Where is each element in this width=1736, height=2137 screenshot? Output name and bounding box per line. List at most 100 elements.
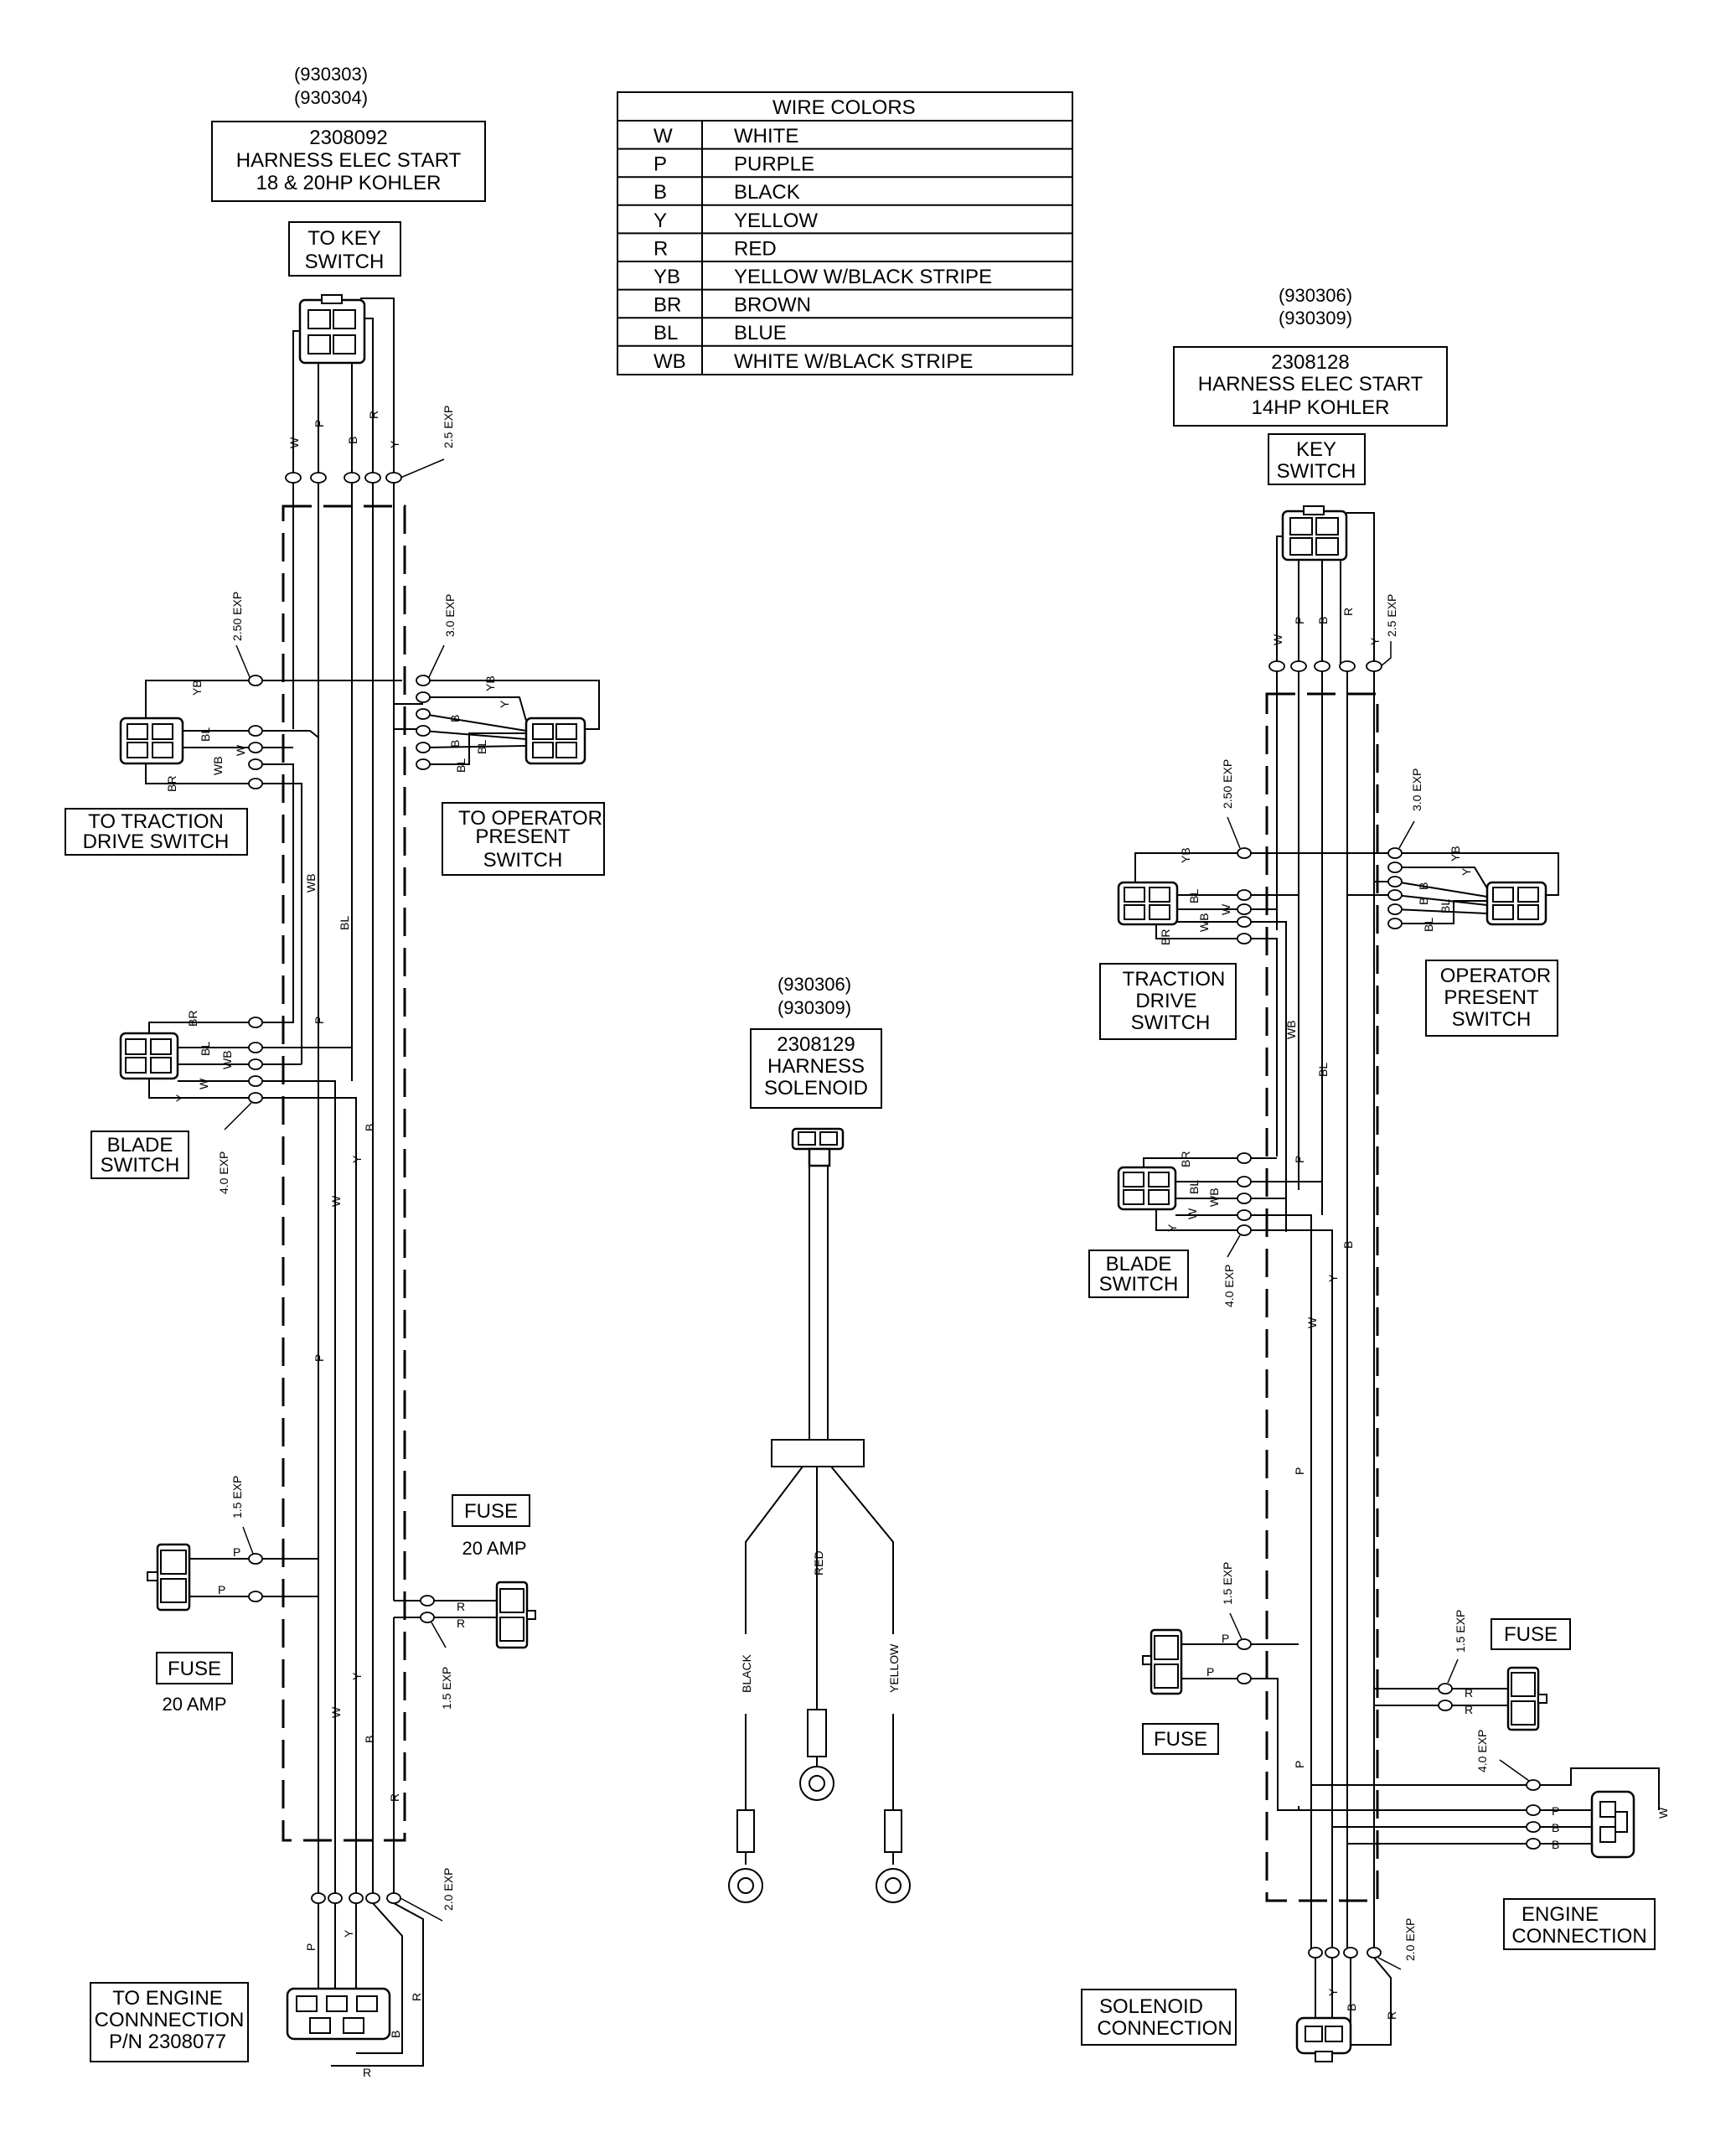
left-harness-title-box: [211, 121, 486, 202]
left-blade-exp: 4.0 EXP: [217, 1151, 230, 1194]
right-fuse-r-splice-1: [1438, 1683, 1453, 1695]
solenoid-part-number: 2308129: [777, 1033, 855, 1056]
label-p-4: P: [233, 1545, 240, 1559]
r-label-yb: YB: [1179, 847, 1192, 863]
left-operator-connector: [524, 717, 586, 765]
left-operator-label-3: SWITCH: [483, 849, 563, 872]
right-key-switch-label-box: [1268, 433, 1366, 485]
left-fuse-splice-1: [248, 1553, 263, 1565]
r-label-r: R: [1341, 608, 1355, 616]
wire-color-name: PURPLE: [734, 153, 814, 176]
right-engine-splices: [1526, 1779, 1541, 1850]
right-solenoid-splices: [1308, 1947, 1382, 1958]
r-label-p2: P: [1293, 1156, 1306, 1163]
right-solenoid-label-2: CONNECTION: [1097, 2017, 1232, 2040]
right-harness-title: HARNESS ELEC START: [1198, 373, 1423, 396]
solenoid-title: HARNESS: [767, 1055, 865, 1078]
label-wb: WB: [211, 756, 225, 775]
right-blade-label-1: BLADE: [1106, 1253, 1172, 1275]
left-operator-label-2: PRESENT: [475, 825, 571, 848]
left-engine-exp: 2.0 EXP: [442, 1868, 455, 1911]
left-engine-label-3: P/N 2308077: [109, 2031, 226, 2053]
r-label-w2: W: [1219, 903, 1232, 915]
left-harness-title: HARNESS ELEC START: [236, 149, 462, 172]
right-solenoid-exp: 2.0 EXP: [1403, 1918, 1417, 1961]
left-fuse-l-label-box: [156, 1652, 233, 1684]
label-b-6: B: [389, 2031, 402, 2038]
label-y-6: Y: [342, 1929, 355, 1938]
left-operator-splices: [416, 675, 431, 770]
r-label-w5: W: [1656, 1807, 1670, 1819]
r-label-p4: P: [1222, 1632, 1229, 1645]
left-key-splices: [285, 472, 402, 484]
left-fuse-l-amp: 20 AMP: [162, 1694, 226, 1715]
left-key-switch-connector: [298, 294, 366, 365]
left-operator-label-box: [442, 802, 605, 876]
right-harness-code-1: (930306): [1279, 285, 1352, 306]
wire-label-b: B: [346, 437, 359, 444]
r-label-p3: P: [1293, 1467, 1306, 1475]
wire-color-code: W: [654, 125, 673, 147]
r-label-r3: R: [1465, 1703, 1473, 1716]
label-bl-3: BL: [454, 758, 468, 773]
right-traction-label-3: SWITCH: [1131, 1012, 1211, 1034]
left-fuse-r-exp: 1.5 EXP: [440, 1667, 453, 1710]
wire-label-p: P: [313, 420, 326, 427]
wire-color-name: RED: [734, 237, 777, 260]
label-p-2: P: [313, 1017, 326, 1024]
label-b-5: B: [363, 1736, 376, 1743]
solenoid-title-box: [750, 1028, 882, 1109]
right-engine-label-box: [1503, 1898, 1656, 1950]
right-blade-exp: 4.0 EXP: [1222, 1265, 1236, 1307]
right-traction-splices: [1237, 847, 1252, 944]
r-label-b5: B: [1552, 1821, 1559, 1834]
left-operator-exp: 3.0 EXP: [443, 594, 457, 637]
left-fuse-splice-2: [248, 1591, 263, 1602]
wire-color-name: WHITE: [734, 125, 798, 147]
label-y-3: Y: [173, 1094, 187, 1102]
wire-color-code: Y: [654, 210, 667, 232]
r-label-y2: Y: [1460, 867, 1473, 876]
label-br-2: BR: [186, 1011, 199, 1027]
left-blade-label-1: BLADE: [107, 1134, 173, 1156]
wire-color-name: YELLOW: [734, 210, 818, 232]
left-fuse-r-label: FUSE: [464, 1500, 518, 1523]
right-fuse-r-splice-2: [1438, 1700, 1453, 1711]
solenoid-wire-red: RED: [812, 1550, 825, 1576]
right-harness-subtitle: 14HP KOHLER: [1252, 396, 1390, 419]
left-engine-connector: [286, 1987, 391, 2041]
label-wb-2: WB: [304, 873, 318, 893]
right-fuse-r-label-box: [1491, 1618, 1571, 1650]
left-harness-code-2: (930304): [294, 87, 368, 108]
label-w-3: W: [197, 1078, 210, 1089]
solenoid-sleeve: [771, 1439, 865, 1467]
label-br: BR: [165, 776, 178, 792]
right-fuse-l-connector: [1142, 1628, 1183, 1695]
label-b-2: B: [448, 715, 462, 722]
right-operator-label-3: SWITCH: [1452, 1008, 1532, 1031]
solenoid-subtitle: SOLENOID: [764, 1077, 868, 1100]
r-label-bl3: BL: [1422, 918, 1435, 932]
left-engine-splices: [311, 1892, 401, 1904]
right-fuse-r-connector: [1506, 1666, 1547, 1731]
right-fuse-l-exp: 1.5 EXP: [1221, 1562, 1234, 1605]
label-bl-5: BL: [199, 1042, 212, 1056]
label-y-4: Y: [350, 1155, 364, 1163]
label-w: W: [234, 744, 247, 756]
r-label-wb: WB: [1197, 913, 1211, 932]
left-fuse-exp: 1.5 EXP: [230, 1476, 244, 1519]
right-fuse-r-exp: 1.5 EXP: [1454, 1610, 1467, 1653]
wire-color-name: BLUE: [734, 322, 787, 344]
label-w-5: W: [329, 1706, 343, 1718]
right-traction-label-1: TRACTION: [1123, 968, 1226, 991]
r-label-r2: R: [1465, 1686, 1473, 1700]
left-engine-label-1: TO ENGINE: [112, 1987, 223, 2010]
r-label-w3: W: [1186, 1208, 1199, 1219]
label-p-5: P: [218, 1583, 225, 1596]
left-traction-exp: 2.50 EXP: [230, 592, 244, 641]
r-label-b2: B: [1417, 882, 1430, 890]
r-label-b: B: [1316, 617, 1330, 624]
left-blade-label-2: SWITCH: [101, 1154, 180, 1177]
black-ring-terminal: [728, 1809, 763, 1903]
right-engine-exp: 4.0 EXP: [1475, 1730, 1489, 1772]
